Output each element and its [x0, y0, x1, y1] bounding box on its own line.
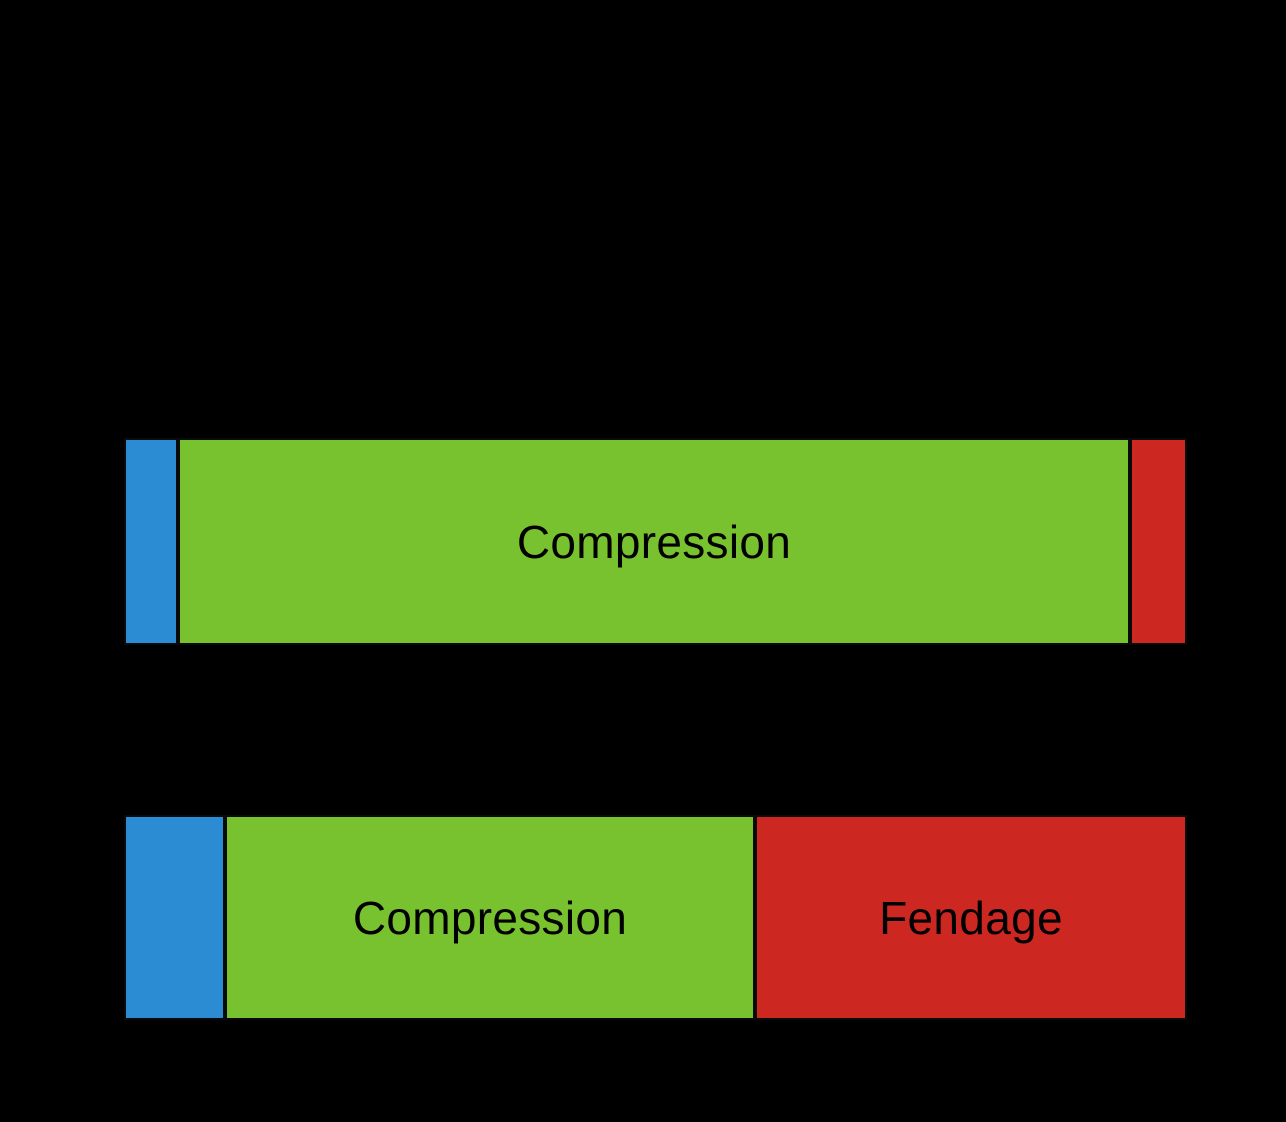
bar-top-segment-green-label: Compression [516, 515, 792, 568]
bar-top-segment-red[interactable] [1130, 438, 1187, 645]
bar-top-segment-blue[interactable] [124, 438, 178, 645]
bar-bottom-segment-blue[interactable] [124, 815, 225, 1020]
bar-top-segment-green[interactable]: Compression [178, 438, 1130, 645]
bar-bottom-segment-green-label: Compression [352, 891, 628, 944]
bar-bottom-segment-green[interactable]: Compression [225, 815, 755, 1020]
bar-bottom-segment-red-label: Fendage [879, 891, 1063, 944]
bar-top: Compression [124, 438, 1286, 683]
bar-top-cursor-arrow-icon [1224, 657, 1286, 683]
bar-bottom-segment-red[interactable]: Fendage [755, 815, 1187, 1020]
bar-bottom: Compression Fendage [124, 815, 1221, 1058]
